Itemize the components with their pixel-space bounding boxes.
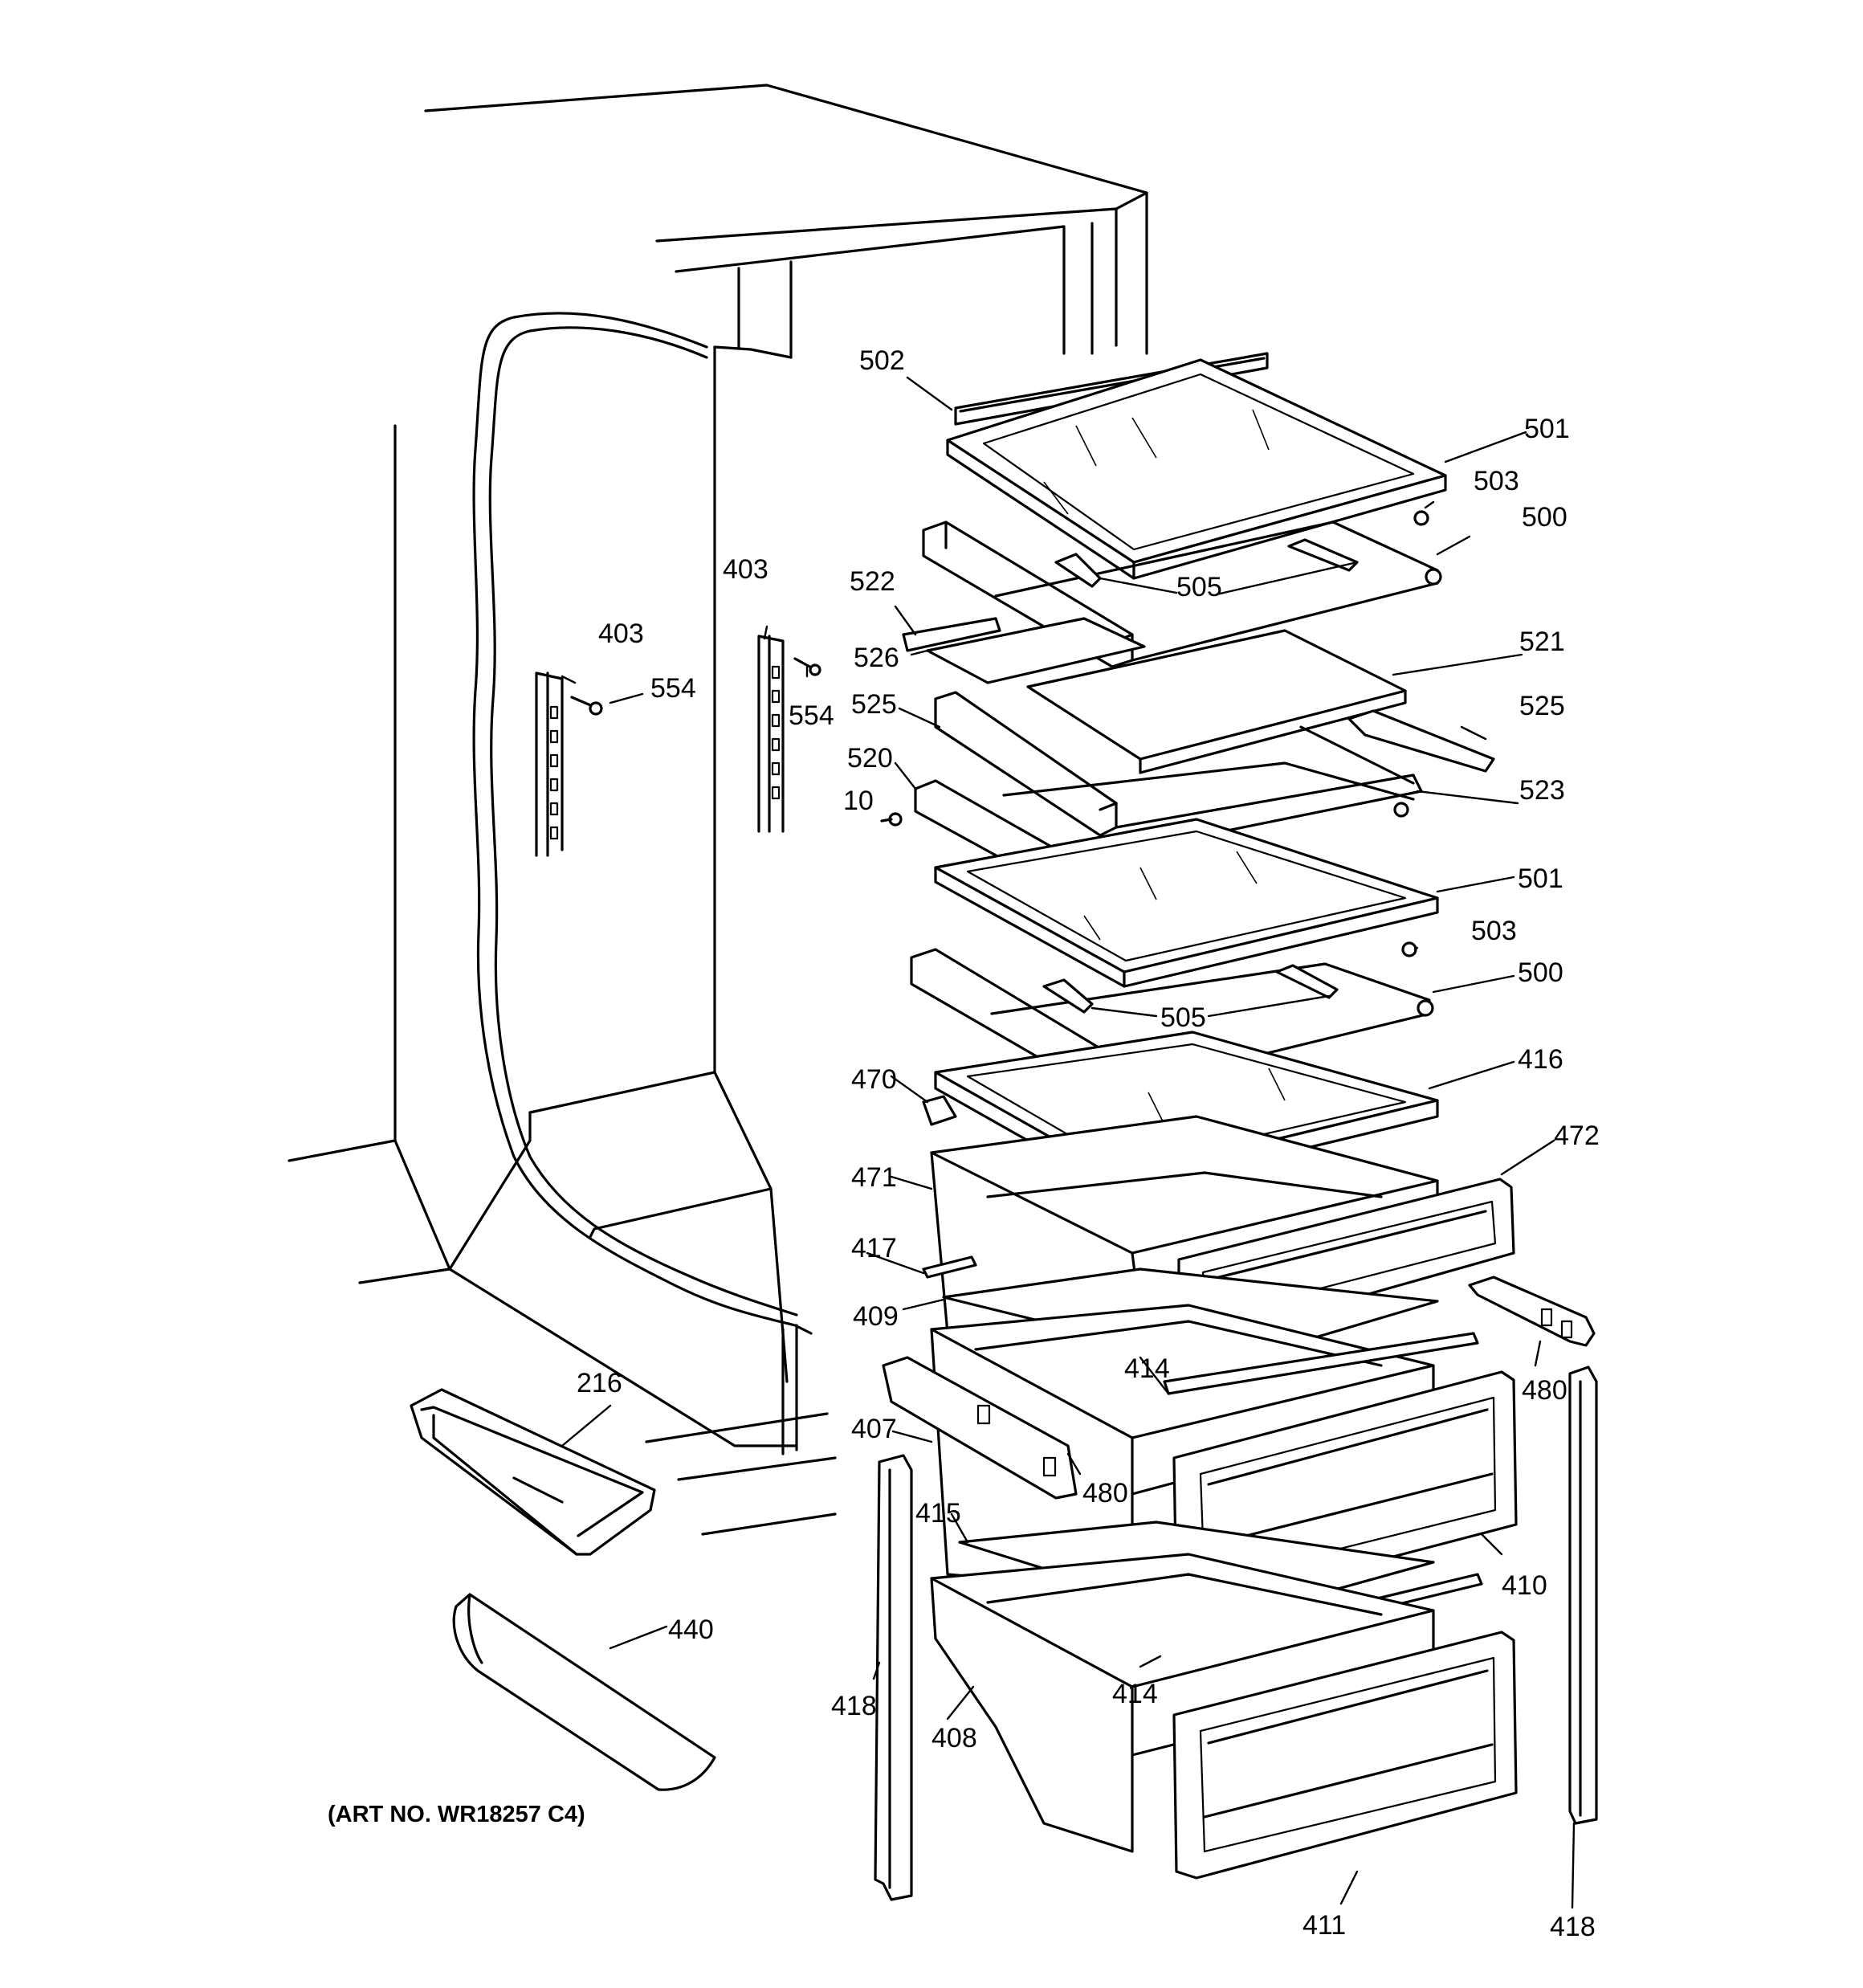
label-523: 523 xyxy=(1519,775,1565,806)
label-501-top: 501 xyxy=(1524,414,1570,444)
label-417: 417 xyxy=(851,1233,897,1263)
shelf-glass-top xyxy=(946,352,1447,580)
label-502: 502 xyxy=(859,345,905,376)
label-409: 409 xyxy=(853,1301,899,1332)
label-410: 410 xyxy=(1502,1570,1547,1601)
door-gasket xyxy=(472,312,813,1335)
label-414-lower: 414 xyxy=(1112,1679,1158,1709)
label-521: 521 xyxy=(1519,627,1565,657)
label-525-left: 525 xyxy=(851,689,897,720)
label-418-left: 418 xyxy=(831,1691,877,1721)
shelf-ladder-right xyxy=(757,635,785,833)
label-500-middle: 500 xyxy=(1518,957,1563,988)
label-505-top: 505 xyxy=(1176,572,1222,602)
screw-left xyxy=(570,696,603,716)
side-trim-right xyxy=(1568,1365,1598,1825)
label-480-right: 480 xyxy=(1522,1375,1567,1406)
label-525-right: 525 xyxy=(1519,691,1565,721)
label-471: 471 xyxy=(851,1162,897,1193)
label-503-top: 503 xyxy=(1474,466,1519,496)
label-554-right: 554 xyxy=(789,700,834,731)
label-520: 520 xyxy=(847,743,893,774)
dairy-bin xyxy=(410,1388,656,1556)
label-500-top: 500 xyxy=(1522,502,1567,533)
art-number: (ART NO. WR18257 C4) xyxy=(328,1802,585,1827)
crisper-rail-right xyxy=(1468,1276,1596,1347)
label-503-middle: 503 xyxy=(1471,916,1517,946)
label-522: 522 xyxy=(850,566,895,597)
label-505-middle: 505 xyxy=(1160,1002,1206,1033)
leader-lines xyxy=(561,376,1576,1909)
label-440: 440 xyxy=(668,1614,714,1645)
label-501-middle: 501 xyxy=(1518,863,1563,894)
part-labels: 502 501 503 500 505 522 526 521 525 525 … xyxy=(328,345,1600,1942)
side-trim-left xyxy=(874,1454,913,1901)
label-470: 470 xyxy=(851,1064,897,1095)
label-407: 407 xyxy=(851,1414,897,1444)
shelf-ladder-left xyxy=(535,672,564,857)
label-403-left: 403 xyxy=(598,618,644,649)
label-414-upper: 414 xyxy=(1124,1353,1170,1384)
crisper-pan-lower xyxy=(930,1553,1518,1880)
label-10: 10 xyxy=(843,786,874,816)
label-216: 216 xyxy=(577,1368,622,1398)
shelf-slide-assembly xyxy=(880,617,1495,913)
bottom-trim xyxy=(452,1593,716,1791)
label-480-left: 480 xyxy=(1082,1478,1128,1508)
crisper-rail-left xyxy=(882,1356,1078,1500)
label-408: 408 xyxy=(932,1723,977,1753)
label-411: 411 xyxy=(1302,1910,1346,1941)
screw-right xyxy=(793,657,821,676)
cabinet-liner xyxy=(287,84,1148,1536)
label-526: 526 xyxy=(854,643,899,673)
shelf-glass-middle xyxy=(934,818,1439,988)
label-472: 472 xyxy=(1554,1121,1600,1151)
label-403-right: 403 xyxy=(723,554,768,585)
label-554-left: 554 xyxy=(650,673,696,704)
label-416: 416 xyxy=(1518,1044,1563,1075)
label-415: 415 xyxy=(915,1498,961,1529)
crisper-pan-middle xyxy=(930,1304,1518,1610)
label-418-right: 418 xyxy=(1550,1912,1596,1942)
